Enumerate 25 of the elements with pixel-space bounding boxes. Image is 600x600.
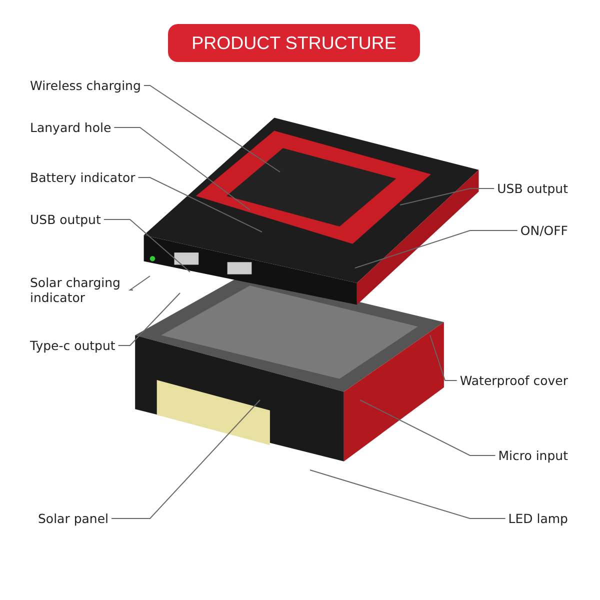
part-label: ON/OFF (520, 223, 568, 238)
part-label: USB output (30, 212, 101, 227)
leader-line (360, 400, 496, 456)
leader-line (114, 127, 250, 210)
leader-line (111, 400, 260, 519)
part-label: Lanyard hole (30, 120, 112, 135)
leader-line (430, 334, 458, 381)
title-banner: PRODUCT STRUCTURE (168, 24, 420, 62)
part-label: Solar charging indicator (30, 275, 130, 305)
part-label: Type-c output (30, 338, 116, 353)
part-label: LED lamp (508, 511, 568, 526)
part-label: Waterproof cover (460, 373, 568, 388)
leader-line (138, 177, 262, 232)
part-label: Micro input (498, 448, 568, 463)
leader-line (310, 470, 506, 519)
part-label: USB output (497, 181, 568, 196)
part-label: Wireless charging (30, 78, 141, 93)
leader-line (400, 188, 495, 206)
leader-line (103, 219, 190, 272)
part-label: Battery indicator (30, 170, 136, 185)
leader-line (143, 85, 280, 172)
leader-line (128, 276, 150, 290)
leader-line (118, 292, 180, 346)
leader-line (354, 230, 518, 268)
part-label: Solar panel (38, 511, 109, 526)
